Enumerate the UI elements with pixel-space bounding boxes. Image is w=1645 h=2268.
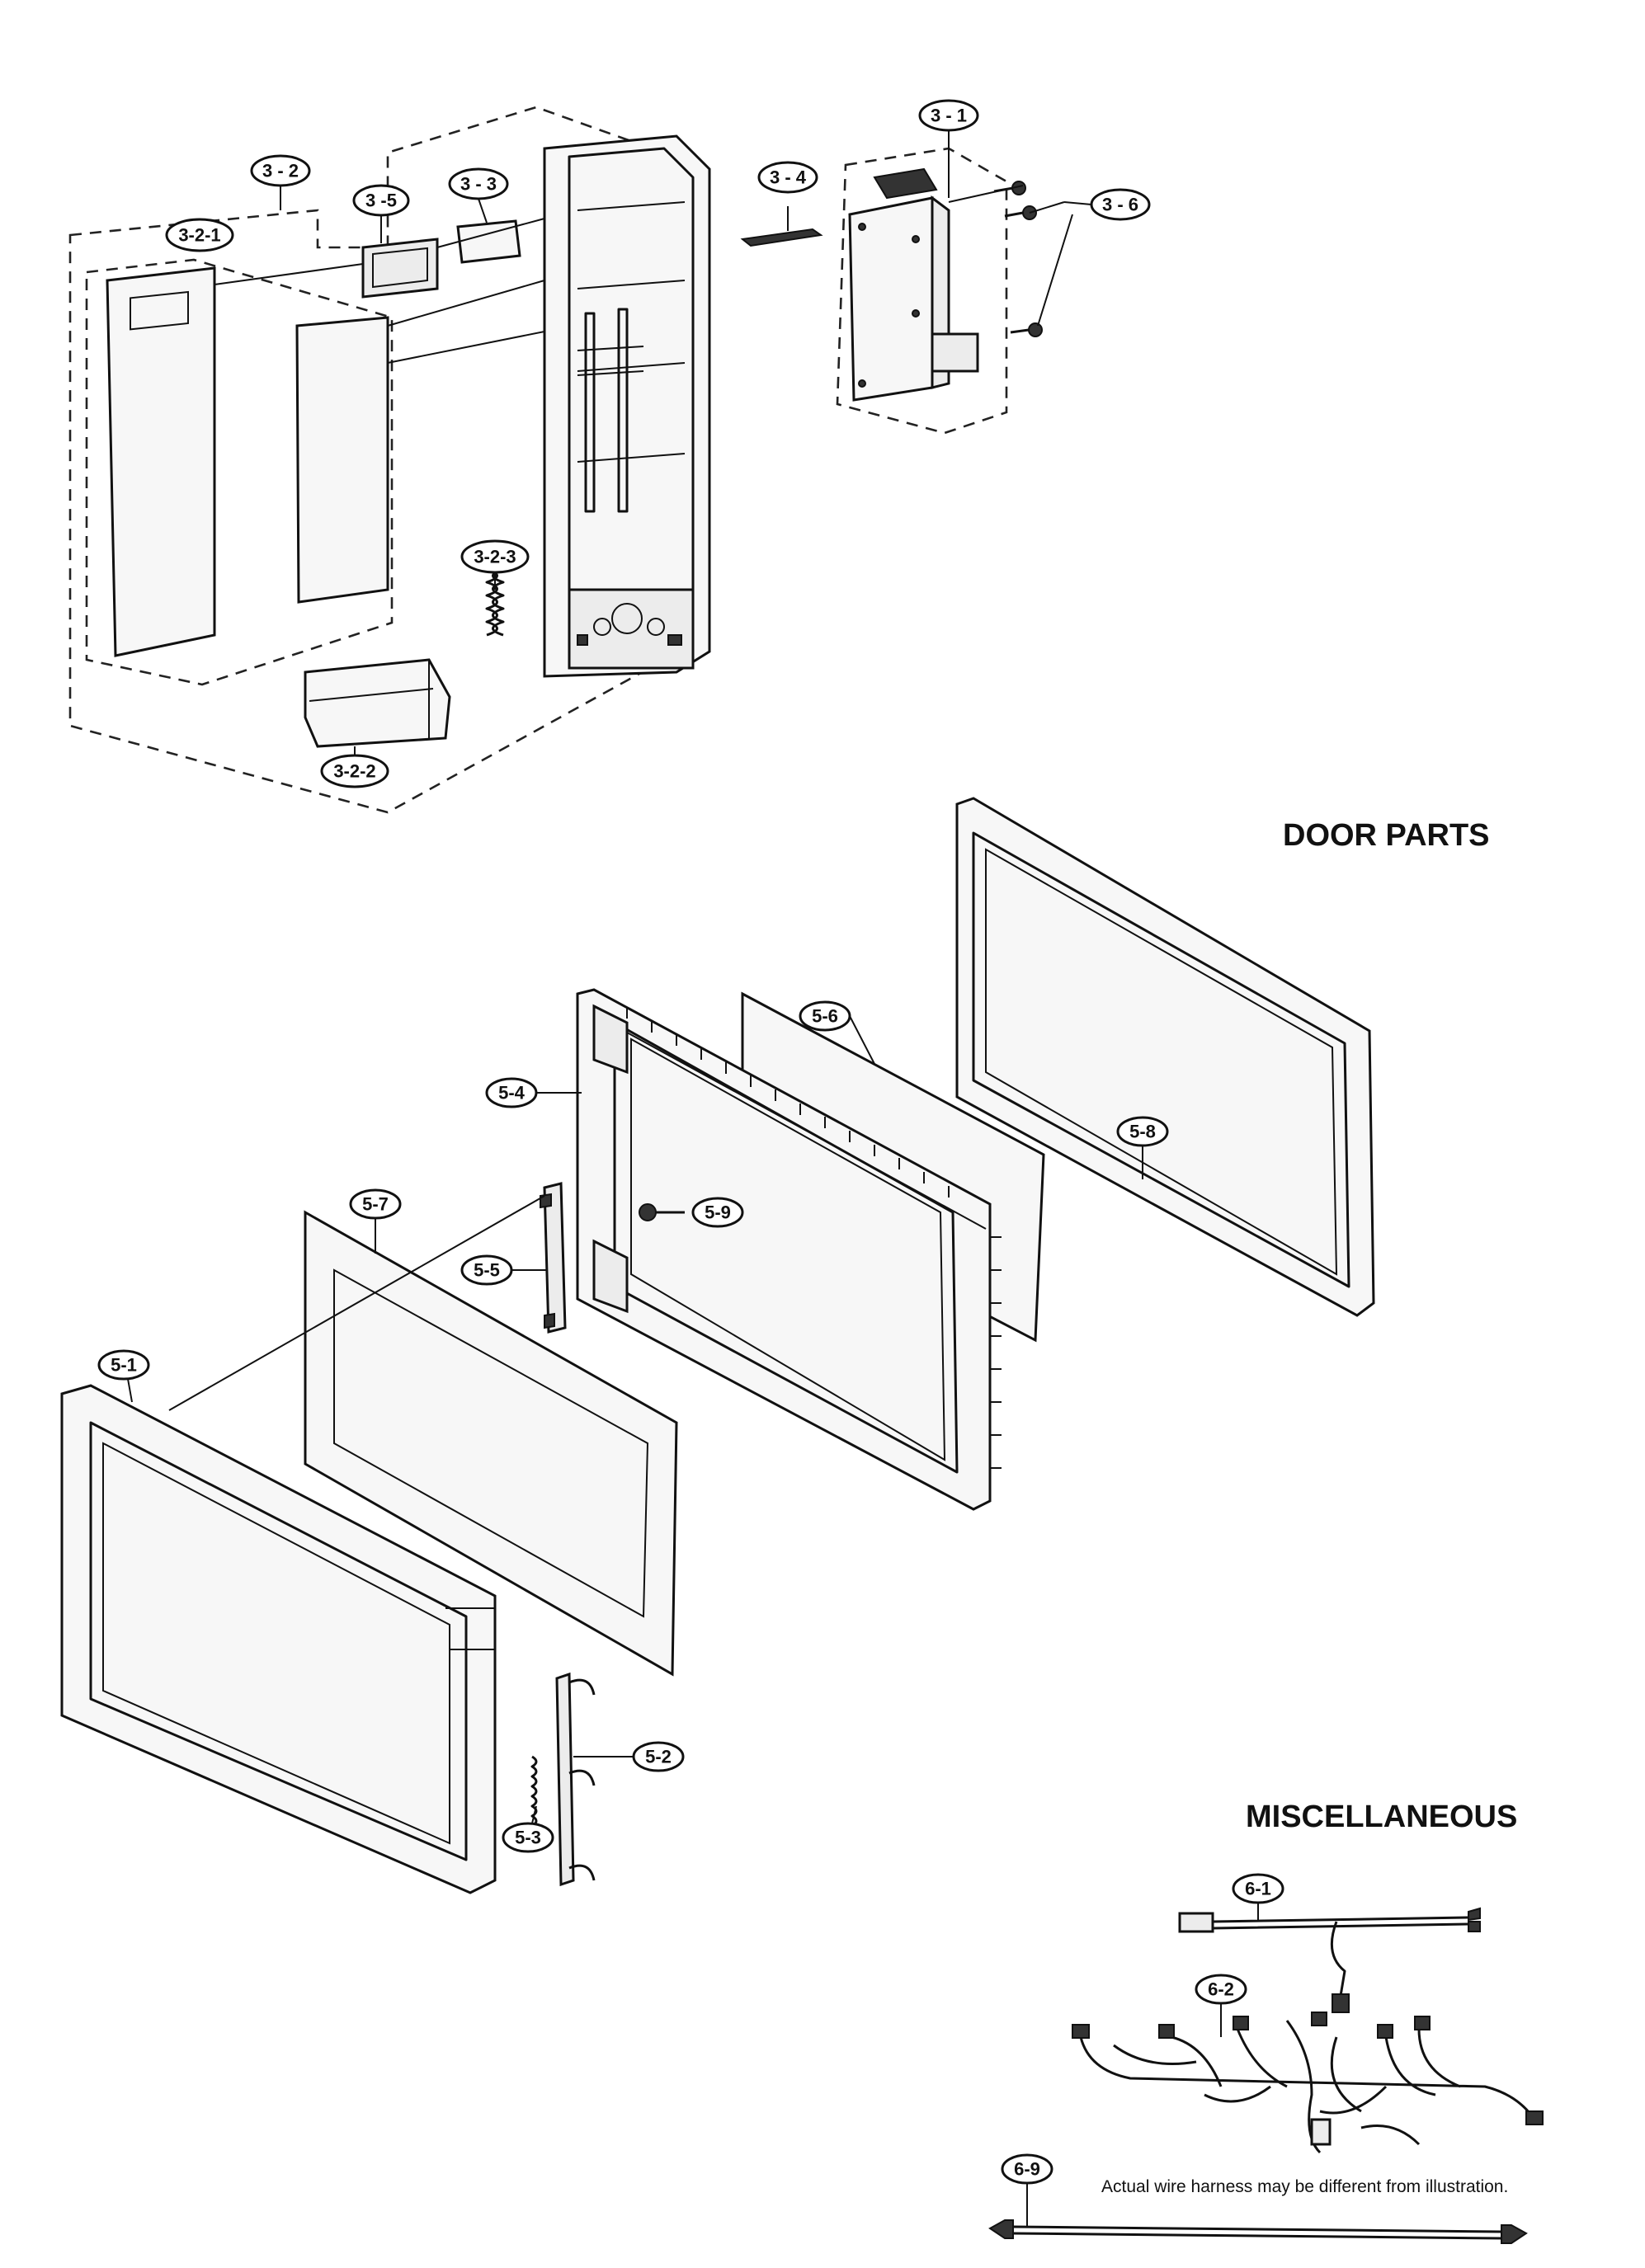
svg-text:3 - 1: 3 - 1 — [931, 106, 967, 126]
svg-text:3-2-3: 3-2-3 — [474, 547, 516, 567]
harness-6-1 — [1178, 1907, 1481, 2013]
display-window — [130, 290, 189, 331]
svg-text:6-1: 6-1 — [1245, 1879, 1271, 1899]
callout-6-2: 6-2 — [1195, 1974, 1247, 2037]
membrane-sheet — [295, 316, 389, 604]
callout-6-1: 6-1 — [1232, 1873, 1284, 1922]
key-strip-3-4 — [740, 228, 823, 247]
latch-5-5 — [543, 1182, 567, 1334]
callout-6-9: 6-9 — [1001, 2153, 1053, 2227]
svg-text:3 - 3: 3 - 3 — [460, 174, 497, 195]
front-panel-3-2-1 — [106, 266, 216, 657]
control-frame-bottom — [568, 588, 695, 670]
control-panel-group — [68, 106, 1073, 814]
choke-frame-5-8 — [955, 797, 1375, 1317]
callout-5-4: 5-4 — [485, 1077, 582, 1108]
svg-text:5-2: 5-2 — [645, 1747, 672, 1767]
callout-5-5: 5-5 — [460, 1254, 546, 1286]
svg-text:3 - 4: 3 - 4 — [770, 167, 807, 188]
boundary-3-2 — [68, 106, 711, 814]
screws-3-6 — [993, 181, 1043, 337]
door-glass-5-7 — [304, 1210, 678, 1677]
door-screen-5-1 — [60, 1384, 497, 1894]
callout-3-2: 3 - 2 — [250, 154, 311, 210]
callout-3-3: 3 - 3 — [448, 167, 509, 224]
hook-5-2 — [555, 1672, 596, 1887]
svg-text:6-9: 6-9 — [1014, 2159, 1040, 2180]
svg-text:3 - 2: 3 - 2 — [262, 161, 299, 181]
svg-text:5-8: 5-8 — [1129, 1122, 1156, 1142]
harness-note: Actual wire harness may be different fro… — [1101, 2177, 1508, 2196]
harness-6-2 — [1072, 2012, 1544, 2154]
callout-5-9: 5-9 — [691, 1197, 744, 1228]
svg-text:5-5: 5-5 — [474, 1260, 500, 1281]
lens-3-3 — [456, 219, 521, 264]
callout-3-5: 3 -5 — [352, 184, 410, 243]
door-button-3-2-2 — [304, 658, 451, 748]
svg-text:6-2: 6-2 — [1208, 1979, 1234, 2000]
callout-5-2: 5-2 — [573, 1741, 685, 1772]
svg-text:3-2-2: 3-2-2 — [333, 761, 375, 782]
callout-5-3: 5-3 — [502, 1805, 554, 1853]
door-frame-teeth — [626, 1007, 1002, 1469]
svg-text:3 -5: 3 -5 — [365, 191, 397, 211]
callout-3-2-1: 3-2-1 — [165, 218, 234, 252]
misc-heading: MISCELLANEOUS — [1246, 1800, 1517, 1834]
door-parts-group: DOOR PARTS — [60, 797, 1490, 1894]
svg-text:5-3: 5-3 — [515, 1828, 541, 1848]
screw-5-9 — [639, 1203, 685, 1221]
door-frame-5-4 — [576, 988, 992, 1511]
callout-3-2-2: 3-2-2 — [320, 746, 389, 788]
door-parts-heading: DOOR PARTS — [1283, 818, 1490, 853]
svg-text:5-9: 5-9 — [705, 1202, 731, 1223]
svg-text:3-2-1: 3-2-1 — [178, 225, 220, 246]
misc-group: MISCELLANEOUS Actual wire harness may be… — [988, 1800, 1544, 2244]
wire-6-9 — [988, 2219, 1528, 2244]
callout-5-7: 5-7 — [349, 1188, 402, 1254]
callout-3-6: 3 - 6 — [1063, 188, 1151, 221]
callouts: 3 - 1 3 - 2 3-2-1 3 -5 3 - 3 3 - 4 — [97, 99, 1284, 2227]
callout-5-1: 5-1 — [97, 1349, 150, 1403]
svg-text:5-1: 5-1 — [111, 1355, 137, 1376]
callout-3-1: 3 - 1 — [918, 99, 979, 148]
callout-5-6: 5-6 — [799, 1000, 875, 1065]
spring-3-2-3 — [485, 567, 505, 637]
svg-text:5-6: 5-6 — [812, 1006, 838, 1027]
boundary-3-2-1 — [85, 258, 394, 686]
svg-text:5-4: 5-4 — [498, 1083, 526, 1103]
svg-text:5-7: 5-7 — [362, 1194, 389, 1215]
svg-text:3 - 6: 3 - 6 — [1102, 195, 1138, 215]
callout-3-4: 3 - 4 — [757, 161, 818, 194]
callout-5-8: 5-8 — [1116, 1116, 1169, 1179]
callout-3-2-3: 3-2-3 — [460, 539, 530, 574]
